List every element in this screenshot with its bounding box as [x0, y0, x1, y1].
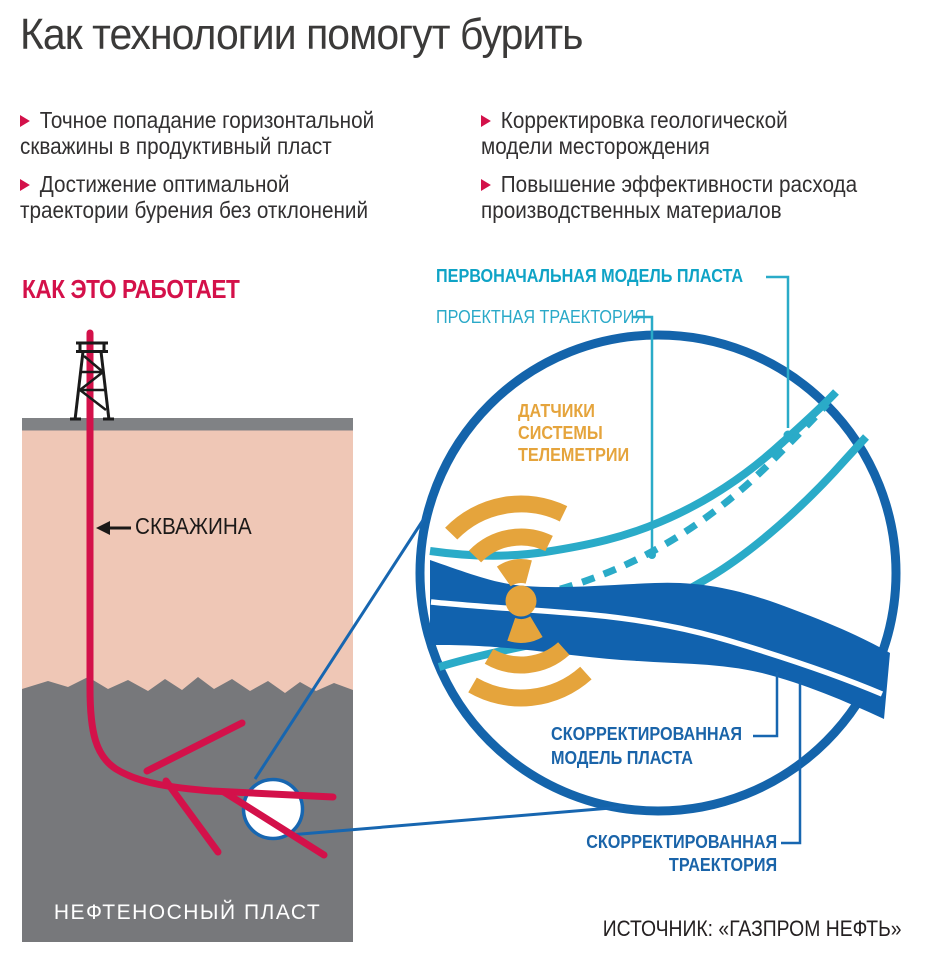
source-credit: ИСТОЧНИК: «ГАЗПРОМ НЕФТЬ» — [603, 916, 902, 941]
bullet-item: Достижение оптимальной траектории бурени… — [20, 145, 443, 223]
corrected-model-band — [430, 560, 890, 719]
bullet-triangle-icon — [20, 115, 30, 127]
initial-model-label: ПЕРВОНАЧАЛЬНАЯ МОДЕЛЬ ПЛАСТА — [436, 266, 744, 286]
oil-derrick-icon — [70, 341, 114, 421]
sensor-dot — [505, 585, 537, 617]
planned-trajectory-dashed-line — [537, 401, 830, 599]
surface-bar — [22, 418, 353, 431]
well-branch — [220, 788, 328, 859]
telemetry-signal-icon — [445, 495, 592, 707]
bullet-triangle-icon — [481, 179, 491, 191]
well-path — [86, 329, 337, 859]
leader-initial-model — [766, 275, 790, 428]
leader-corrected-trajectory — [781, 682, 802, 845]
planned-trajectory-label: ПРОЕКТНАЯ ТРАЕКТОРИЯ — [436, 307, 647, 327]
well-label: СКВАЖИНА — [135, 513, 252, 539]
section-heading-how-it-works: КАК ЭТО РАБОТАЕТ — [22, 274, 240, 304]
bullet-triangle-icon — [20, 179, 30, 191]
well-arrow-icon — [96, 521, 131, 535]
leader-dot-initial-model — [783, 430, 793, 440]
callout-line-lower — [288, 805, 624, 837]
corrected-trajectory-label: СКОРРЕКТИРОВАННАЯ ТРАЕКТОРИЯ — [586, 832, 777, 875]
bullet-text: Достижение оптимальной траектории бурени… — [20, 171, 369, 223]
bullet-text: Корректировка геологической модели место… — [481, 107, 788, 159]
leader-corrected-model — [753, 672, 779, 738]
bullet-text: Точное попадание горизонтальной скважины… — [20, 107, 375, 159]
leader-planned-trajectory — [632, 315, 654, 552]
well-branch — [143, 719, 246, 775]
well-branch — [162, 777, 222, 856]
oil-layer-label: НЕФТЕНОСНЫЙ ПЛАСТ — [53, 901, 322, 924]
bullet-item: Корректировка геологической модели место… — [481, 81, 904, 159]
callout-line-upper — [253, 513, 429, 780]
leader-dot-planned-trajectory — [648, 551, 656, 559]
bullet-triangle-icon — [481, 115, 491, 127]
bullet-item: Повышение эффективности расхода производ… — [481, 145, 904, 223]
corrected-model-label: СКОРРЕКТИРОВАННАЯ МОДЕЛЬ ПЛАСТА — [551, 724, 742, 768]
soil-layer — [22, 430, 353, 696]
corrected-trajectory-line — [430, 599, 884, 697]
bullet-item: Точное попадание горизонтальной скважины… — [20, 81, 443, 159]
page-title: Как технологии помогут бурить — [20, 10, 584, 59]
telemetry-sensors-label: ДАТЧИКИ СИСТЕМЫ ТЕЛЕМЕТРИИ — [518, 401, 630, 465]
bullet-text: Повышение эффективности расхода производ… — [481, 171, 858, 223]
